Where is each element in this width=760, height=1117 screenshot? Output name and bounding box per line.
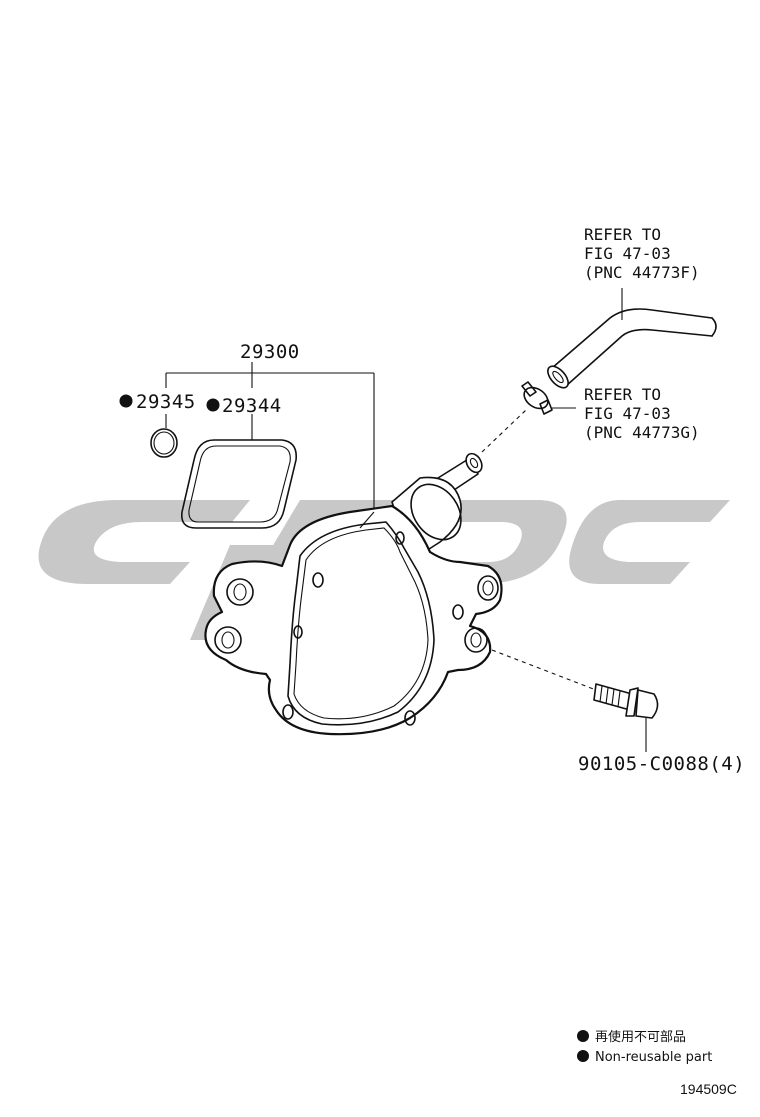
legend-english-text: Non-reusable part [595,1050,712,1065]
clamp-reference-line-2: FIG 47-03 [584,404,671,423]
hose-reference-line-1: REFER TO [584,225,661,244]
clamp-reference-line-3: (PNC 44773G) [584,423,700,442]
hose-reference-line-3: (PNC 44773F) [584,263,700,282]
assembly-bracket [165,362,375,512]
hose-part [547,288,717,389]
non-reusable-marker-gasket [206,398,220,412]
bolt-part-number: 90105-C0088(4) [578,753,745,775]
legend-japanese-text: 再使用不可部品 [595,1029,686,1045]
assembly-part-number: 29300 [240,341,300,363]
bolt-guide-line [491,649,597,691]
legend: 再使用不可部品 Non-reusable part [577,1029,712,1065]
legend-marker-japanese [577,1030,589,1042]
gasket-part-number: 29344 [222,395,282,417]
diagram-id: 194509C [680,1081,737,1097]
legend-marker-english [577,1050,589,1062]
vacuum-pump-assembly [204,452,503,736]
oring-part [150,428,178,458]
clamp-part [521,381,576,415]
gasket-part [180,439,298,529]
non-reusable-marker-oring [119,394,133,408]
hose-guide-line [481,409,527,453]
oring-part-number: 29345 [136,391,196,413]
bolt-part [593,683,659,752]
clamp-reference-line-1: REFER TO [584,385,661,404]
hose-reference-line-2: FIG 47-03 [584,244,671,263]
